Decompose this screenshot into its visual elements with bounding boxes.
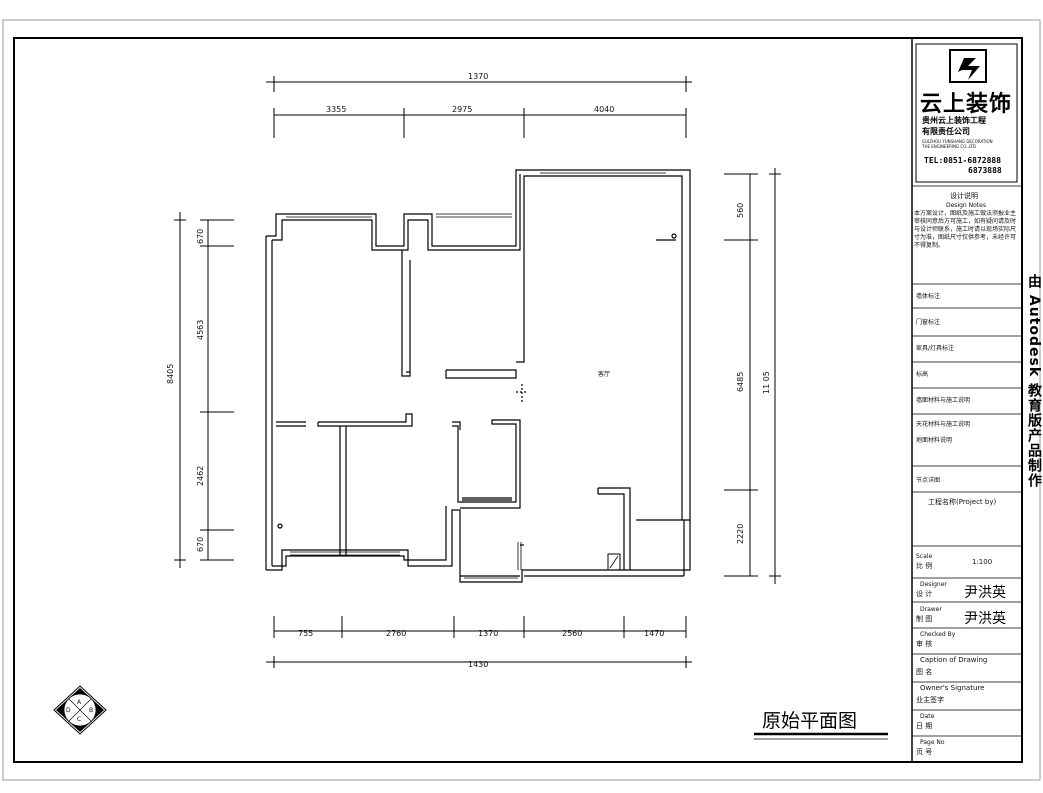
dim-right-seg-2: 6485	[736, 371, 745, 392]
dim-bottom-total: 1430	[468, 660, 489, 669]
company-tel: TEL:0851-6872888	[924, 156, 1002, 165]
tb-row-7: 地面材料说明	[916, 437, 953, 444]
scale-value: 1:100	[972, 558, 993, 566]
company-en1: GUIZHOU YUNSHANG DECORATION	[922, 139, 993, 144]
designer-en: Designer	[920, 581, 947, 588]
dim-top-total: 1370	[468, 72, 489, 81]
tb-row-8: 节点详图	[916, 477, 941, 484]
dim-left-seg-2: 4563	[196, 319, 205, 340]
company-tel2: 6873888	[968, 166, 1002, 175]
page-label: 页 号	[916, 748, 933, 756]
bottom-dimensions	[266, 616, 692, 668]
drawer-label: 制 图	[916, 615, 933, 623]
dim-left-seg-4: 670	[196, 536, 205, 552]
date-label: 日 期	[916, 722, 933, 730]
tb-row-3: 家具/灯具标注	[916, 345, 955, 352]
drawing-title: 原始平面图	[762, 710, 858, 732]
title-block-grid	[912, 43, 1022, 737]
designer-name: 尹洪英	[964, 585, 1006, 601]
checked-en: Checked By	[920, 631, 956, 638]
designer-label: 设 计	[916, 590, 933, 598]
tb-row-6: 天花材料与施工说明	[916, 421, 971, 428]
dim-right-seg-3: 2220	[736, 523, 745, 544]
dim-right-seg-1: 560	[736, 202, 745, 218]
company-sub2: 有限责任公司	[922, 127, 970, 136]
dim-top-seg-3: 4040	[594, 105, 615, 114]
compass-right-letter: B	[89, 707, 94, 714]
right-dimensions	[724, 168, 781, 584]
dim-bottom-seg-4: 2560	[562, 629, 583, 638]
dim-bottom-seg-5: 1470	[644, 629, 665, 638]
project-label: 工程名称(Project by)	[928, 498, 997, 506]
dim-top-seg-1: 3355	[326, 105, 347, 114]
compass-bottom-letter: C	[77, 716, 82, 723]
owner-label: 业主签字	[916, 696, 944, 704]
caption-label: 图 名	[916, 668, 933, 676]
scale-en: Scale	[916, 553, 933, 560]
design-notes-title: 设计说明	[950, 192, 978, 200]
caption-en: Caption of Drawing	[920, 656, 988, 664]
dim-bottom-seg-3: 1370	[478, 629, 499, 638]
inner-frame	[13, 37, 1023, 763]
tb-row-2: 门窗标注	[916, 319, 941, 326]
company-sub1: 贵州云上装饰工程	[922, 116, 986, 125]
dim-left-seg-1: 670	[196, 228, 205, 244]
page-en: Page No	[920, 739, 945, 746]
tb-row-1: 墙体标注	[916, 293, 941, 300]
company-logo-icon	[949, 49, 987, 83]
top-dimensions	[266, 76, 692, 138]
floor-plan	[265, 169, 691, 583]
outer-frame	[2, 19, 1041, 781]
room-label: 客厅	[598, 371, 611, 378]
autodesk-watermark: 由 Autodesk 教育版产品制作	[1026, 274, 1042, 489]
dim-top-seg-2: 2975	[452, 105, 473, 114]
scale-label: 比 例	[916, 562, 933, 570]
dim-left-total: 8405	[166, 363, 175, 384]
dim-bottom-seg-2: 2760	[386, 629, 407, 638]
compass-top-letter: A	[77, 699, 82, 706]
date-en: Date	[920, 713, 935, 720]
drawer-name: 尹洪英	[964, 611, 1006, 627]
compass-left-letter: D	[66, 707, 71, 714]
left-dimensions	[174, 212, 234, 568]
dim-bottom-seg-1: 755	[298, 629, 314, 638]
owner-en: Owner's Signature	[920, 684, 985, 692]
design-notes-body: 本方案设计，图纸及施工做法须报业主审核同意后方可施工，如有疑问请及时与设计师联系…	[914, 210, 1017, 249]
drawer-en: Drawer	[920, 606, 942, 613]
dim-right-total: 11 05	[762, 371, 771, 394]
tb-row-4: 标高	[916, 371, 929, 378]
tb-row-5: 墙面材料与施工说明	[916, 397, 971, 404]
company-name: 云上装饰	[920, 92, 1013, 117]
company-en2: THE ENGINEERING CO.,LTD	[922, 144, 976, 149]
design-notes-en: Design Notes	[946, 202, 986, 209]
compass-icon	[53, 685, 107, 735]
dim-left-seg-3: 2462	[196, 465, 205, 486]
checked-label: 审 核	[916, 640, 933, 648]
